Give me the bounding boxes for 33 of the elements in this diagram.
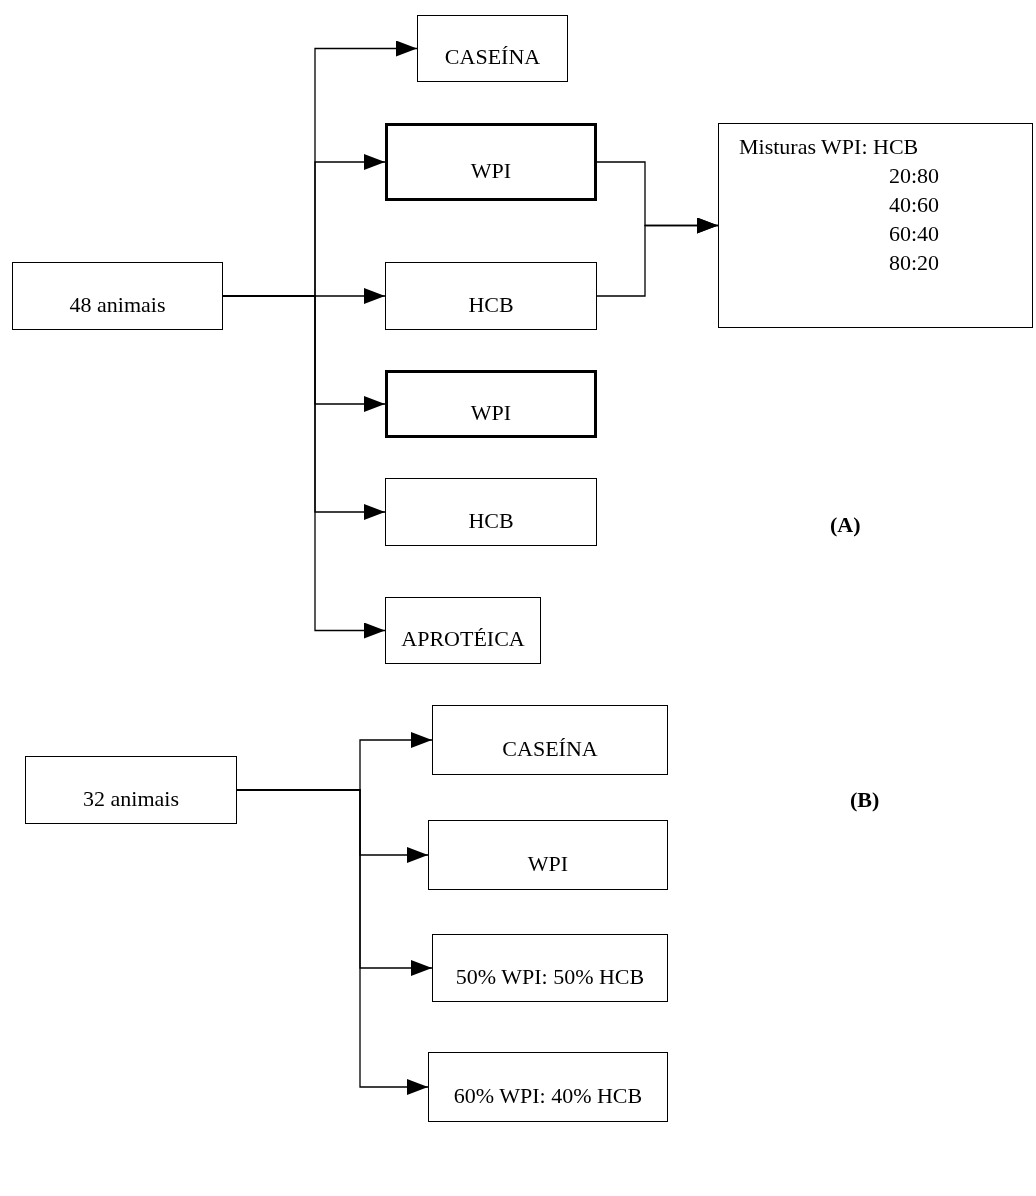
panel-label: (A) <box>830 511 861 539</box>
box-label: 48 animais <box>69 290 166 319</box>
box-heading: Misturas WPI: HCB <box>739 133 919 161</box>
process-box <box>432 934 668 1002</box>
process-box <box>428 820 668 890</box>
process-box <box>385 597 541 664</box>
box-label: WPI <box>527 849 569 878</box>
process-box <box>385 478 597 546</box>
box-label: 20:80 <box>888 162 940 190</box>
box-label: HCB <box>468 290 514 319</box>
box-label: 40:60 <box>888 191 940 219</box>
box-label: 80:20 <box>888 249 940 277</box>
process-box <box>385 370 597 438</box>
process-box <box>718 123 1033 328</box>
panel-label: (B) <box>850 786 880 814</box>
box-label: CASEÍNA <box>444 43 541 71</box>
box-label: 60:40 <box>888 220 940 248</box>
box-label: CASEÍNA <box>502 734 598 763</box>
box-label: WPI <box>470 398 512 427</box>
box-label: 32 animais <box>83 784 179 813</box>
process-box <box>12 262 223 330</box>
process-box <box>428 1052 668 1122</box>
box-label: 60% WPI: 40% HCB <box>453 1081 643 1110</box>
box-label: 50% WPI: 50% HCB <box>455 962 645 991</box>
box-label: HCB <box>468 506 514 535</box>
box-label: APROTÉICA <box>401 625 525 653</box>
box-label: WPI <box>470 156 512 185</box>
process-box <box>432 705 668 775</box>
process-box <box>385 123 597 201</box>
process-box <box>25 756 237 824</box>
arrow <box>596 217 719 297</box>
process-box <box>385 262 597 330</box>
process-box <box>417 15 568 82</box>
